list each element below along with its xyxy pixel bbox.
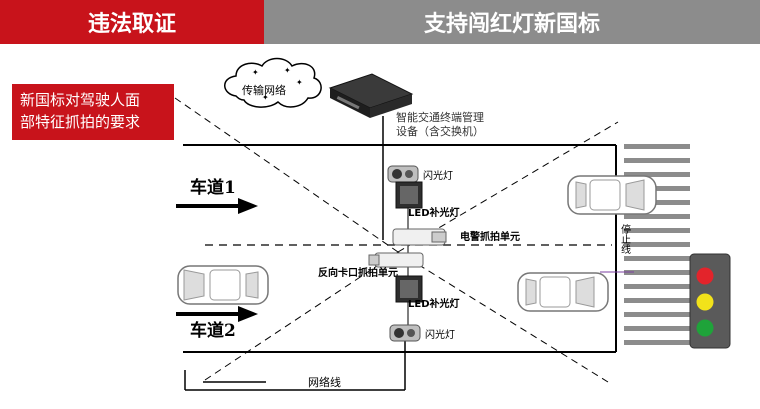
camera-icon	[368, 252, 424, 268]
stop-line-label: 停止线	[619, 223, 631, 254]
car-icon	[177, 265, 269, 305]
legend-network-label: 网络线	[308, 375, 341, 389]
led-light-icon	[395, 181, 423, 209]
car-icon	[517, 272, 609, 312]
requirement-note: 新国标对驾驶人面 部特征抓拍的要求	[12, 84, 174, 140]
note-line-1: 新国标对驾驶人面	[20, 91, 141, 109]
cloud-label: 传输网络	[242, 83, 286, 97]
svg-text:✦: ✦	[284, 66, 291, 75]
led-top-label: LED补光灯	[408, 206, 460, 219]
traffic-light-icon	[689, 253, 731, 349]
capture-zone-line	[397, 251, 609, 383]
flash-lamp-icon	[389, 324, 421, 342]
svg-text:✦: ✦	[252, 68, 259, 77]
reverse-capture-label: 反向卡口抓拍单元	[318, 266, 398, 279]
svg-text:✦: ✦	[262, 93, 269, 102]
svg-text:✦: ✦	[296, 78, 303, 87]
switch-icon	[328, 73, 414, 118]
flash-lamp-icon	[387, 165, 419, 183]
note-line-2: 部特征抓拍的要求	[20, 113, 141, 131]
lane-1-label: 车道1	[190, 177, 236, 198]
header-right-title: 支持闯红灯新国标	[264, 0, 760, 44]
capture-zone-line	[204, 251, 399, 381]
lane-2-label: 车道2	[190, 320, 236, 341]
lane-1-arrow-icon	[176, 198, 258, 214]
flash-bottom-label: 闪光灯	[425, 328, 455, 341]
crosswalk	[624, 144, 690, 345]
capture-zone-line	[174, 97, 399, 253]
camera-icon	[392, 228, 447, 246]
cloud-icon: ✦ ✦ ✦ ✦	[224, 57, 322, 108]
switch-label-line-2: 设备（含交换机）	[396, 124, 484, 138]
flash-top-label: 闪光灯	[423, 169, 453, 182]
car-icon	[567, 175, 657, 215]
police-capture-label: 电警抓拍单元	[460, 230, 520, 243]
led-bottom-label: LED补光灯	[408, 297, 460, 310]
header-left-title: 违法取证	[0, 0, 264, 44]
led-light-icon	[395, 275, 423, 303]
switch-label-line-1: 智能交通终端管理	[396, 110, 484, 124]
lane-2-arrow-icon	[176, 306, 258, 322]
